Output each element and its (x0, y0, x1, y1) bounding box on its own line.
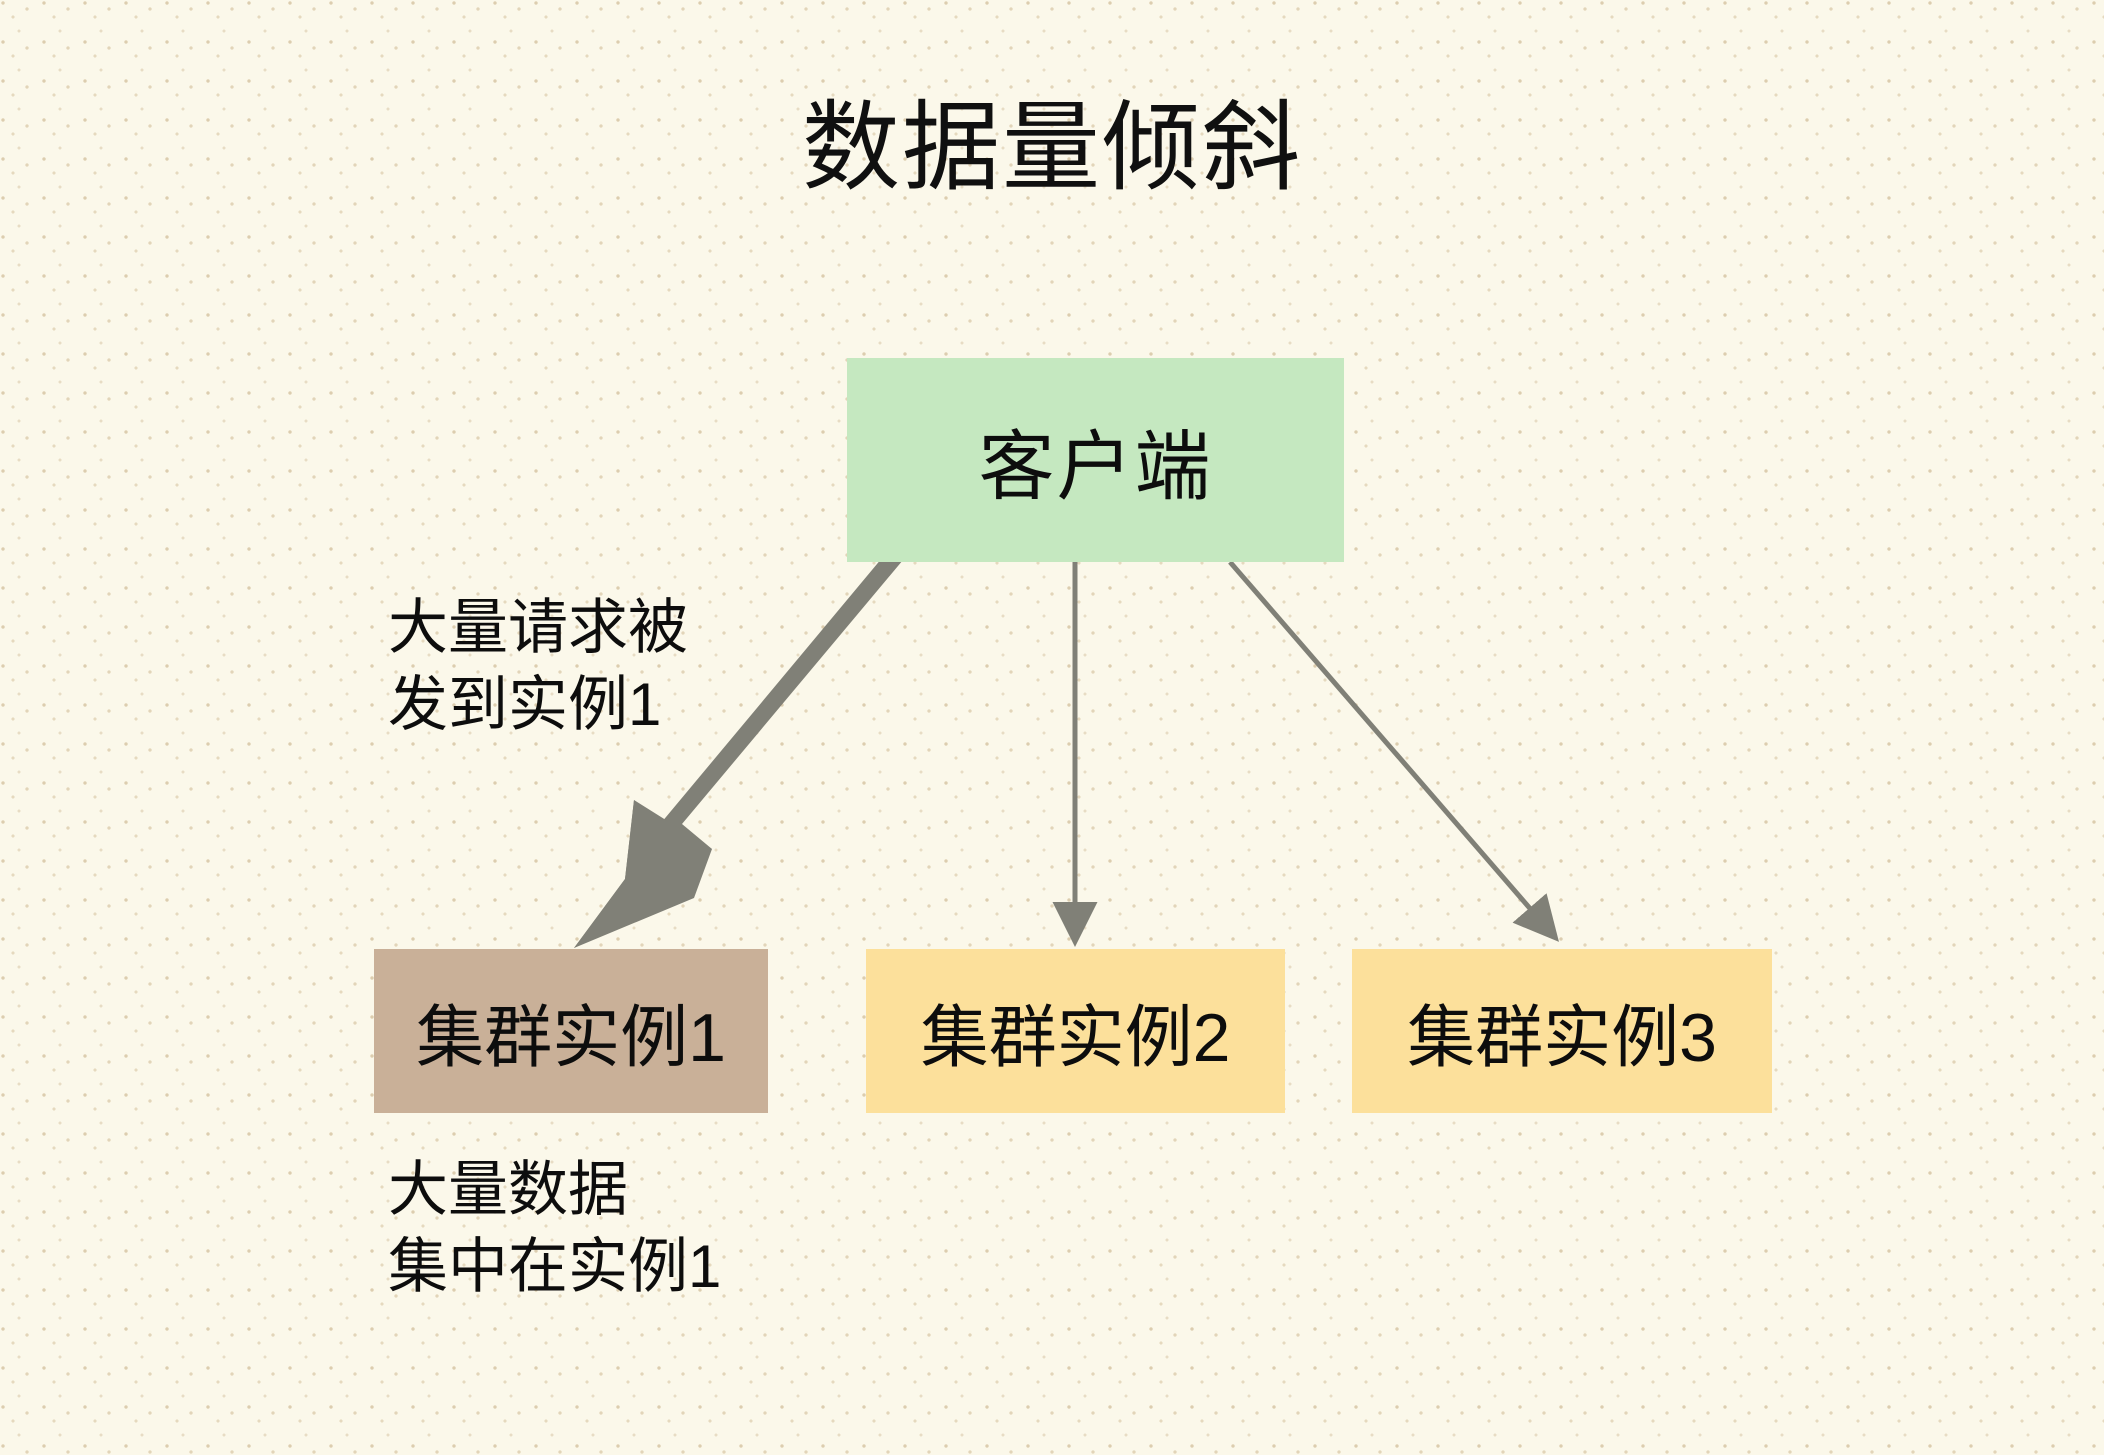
edge-client-to-instance-3 (1228, 560, 1559, 942)
node-client[interactable]: 客户端 (847, 358, 1344, 562)
node-instance-3[interactable]: 集群实例3 (1352, 949, 1772, 1113)
node-instance-1[interactable]: 集群实例1 (374, 949, 768, 1113)
page-title: 数据量倾斜 (801, 92, 1302, 202)
node-instance-2[interactable]: 集群实例2 (866, 949, 1285, 1113)
annotation-data-concentration: 大量数据 集中在实例1 (388, 1156, 722, 1300)
annotation-heavy-requests: 大量请求被 发到实例1 (388, 594, 688, 738)
